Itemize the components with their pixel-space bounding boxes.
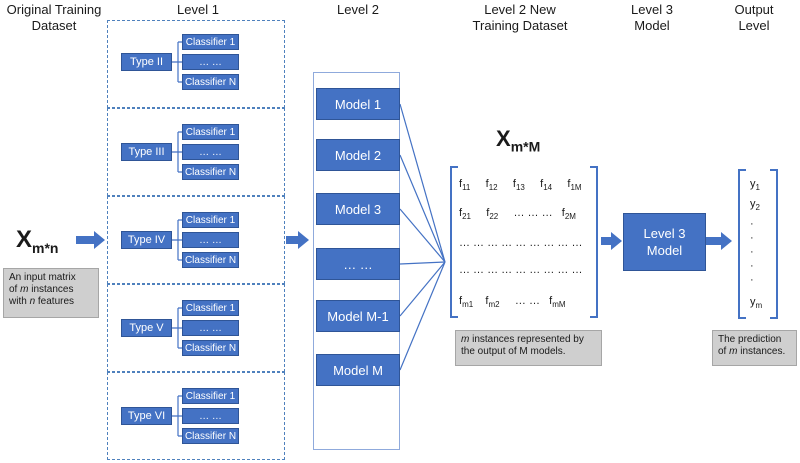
model-1-box: Model 1 — [316, 88, 400, 120]
matrix-row-4: … … … … … … … … … — [459, 264, 583, 276]
model-ellipsis-box: … … — [316, 248, 400, 280]
classifier-n-box: Classifier N — [182, 340, 239, 356]
header-level3-line2: Model — [634, 18, 670, 33]
type-box-3: Type IV — [121, 231, 172, 249]
classifier-n-box: Classifier N — [182, 164, 239, 180]
classifier-n-box: Classifier N — [182, 74, 239, 90]
classifier-1-box: Classifier 1 — [182, 300, 239, 316]
header-level1: Level 1 — [177, 2, 219, 17]
header-original-training-dataset: Original Training Dataset — [0, 2, 108, 34]
header-level2-new-training-dataset: Level 2 New Training Dataset — [455, 2, 585, 34]
level3-line2: Model — [646, 243, 683, 258]
matrix-row-1: f11 f12 f13 f14 f1M — [459, 178, 582, 193]
new-dataset-matrix-symbol: Xm*M — [496, 126, 540, 154]
level3-model-box: Level 3 Model — [623, 213, 706, 271]
classifier-1-box: Classifier 1 — [182, 212, 239, 228]
new-dataset-note-line1: m instances represented by — [461, 334, 584, 345]
matrix-row-3: … … … … … … … … … — [459, 237, 583, 249]
header-newds-line2: Training Dataset — [472, 18, 568, 33]
header-output-line1: Output — [734, 2, 774, 17]
classifier-ellipsis-box: … … — [182, 54, 239, 70]
classifier-ellipsis-box: … … — [182, 408, 239, 424]
output-note-line2: of m instances. — [718, 346, 786, 357]
classifier-1-box: Classifier 1 — [182, 124, 239, 140]
model-3-box: Model 3 — [316, 193, 400, 225]
header-original-line1: Original Training — [6, 2, 102, 17]
classifier-1-box: Classifier 1 — [182, 34, 239, 50]
output-ym: ym — [750, 296, 763, 311]
matrix-row-2: f21 f22 … … … f2M — [459, 207, 576, 222]
output-dot-2: · — [750, 232, 754, 244]
input-matrix-symbol: Xm*n — [16, 226, 58, 256]
classifier-n-box: Classifier N — [182, 428, 239, 444]
matrix-row-5: fm1 fm2 … … fmM — [459, 295, 566, 310]
output-dot-4: · — [750, 260, 754, 272]
output-dot-1: · — [750, 218, 754, 230]
header-output-line2: Level — [738, 18, 770, 33]
header-level3-line1: Level 3 — [631, 2, 673, 17]
output-dot-5: · — [750, 274, 754, 286]
model-m-box: Model M — [316, 354, 400, 386]
output-dot-3: · — [750, 246, 754, 258]
output-y2: y2 — [750, 198, 760, 213]
model-2-box: Model 2 — [316, 139, 400, 171]
header-level3-model: Level 3 Model — [622, 2, 682, 34]
classifier-ellipsis-box: … … — [182, 144, 239, 160]
new-dataset-note: m instances represented by the output of… — [455, 330, 602, 366]
new-matrix-subscript: m*M — [510, 138, 541, 155]
classifier-ellipsis-box: … … — [182, 320, 239, 336]
type-box-1: Type II — [121, 53, 172, 71]
classifier-ellipsis-box: … … — [182, 232, 239, 248]
header-original-line2: Dataset — [31, 18, 77, 33]
header-output-level: Output Level — [722, 2, 786, 34]
output-note-line1: The prediction — [718, 334, 782, 345]
type-box-4: Type V — [121, 319, 172, 337]
new-matrix-x: X — [496, 126, 511, 151]
level3-line1: Level 3 — [643, 226, 686, 241]
output-y1: y1 — [750, 178, 760, 193]
input-note-line2: of m instances — [9, 284, 74, 295]
classifier-n-box: Classifier N — [182, 252, 239, 268]
input-note-line3: with n features — [9, 296, 75, 307]
header-level2: Level 2 — [337, 2, 379, 17]
input-matrix-subscript: m*n — [32, 239, 59, 256]
input-matrix-note: An input matrix of m instances with n fe… — [3, 268, 99, 318]
type-box-2: Type III — [121, 143, 172, 161]
type-box-5: Type VI — [121, 407, 172, 425]
input-note-line1: An input matrix — [9, 272, 76, 283]
input-matrix-x: X — [16, 226, 33, 253]
model-m-minus-1-box: Model M-1 — [316, 300, 400, 332]
classifier-1-box: Classifier 1 — [182, 388, 239, 404]
new-dataset-note-line2: the output of M models. — [461, 346, 566, 357]
output-note: The prediction of m instances. — [712, 330, 797, 366]
header-newds-line1: Level 2 New — [484, 2, 556, 17]
